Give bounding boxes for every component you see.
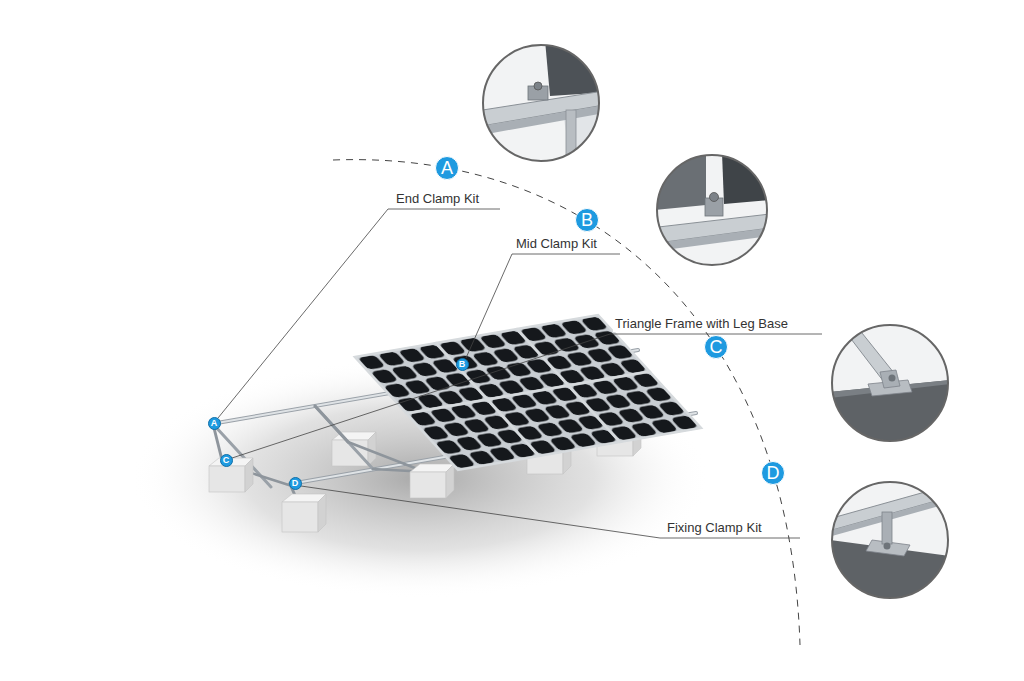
part-name: Triangle Frame with Leg Base (613, 316, 790, 332)
mid-clamp-detail (650, 153, 770, 268)
callout-letter: B (575, 208, 599, 232)
callout-dot: D (289, 477, 302, 490)
callout-letter-text: A (211, 419, 218, 428)
part-name: End Clamp Kit (394, 191, 481, 207)
callout-letter-text: D (767, 464, 780, 482)
callout-dot: B (456, 358, 469, 371)
fixing-clamp-detail (825, 480, 950, 600)
callout-letter-text: A (441, 159, 453, 177)
callout-letter-text: B (459, 360, 466, 369)
callout-letter: C (704, 335, 728, 359)
callout-letter-text: D (292, 479, 299, 488)
concrete-blocks-front (209, 458, 454, 532)
end-clamp-detail (470, 40, 610, 170)
callout-dot: C (220, 454, 233, 467)
callout-letter-text: C (223, 456, 230, 465)
part-name: Mid Clamp Kit (514, 236, 599, 252)
part-name: Fixing Clamp Kit (665, 520, 764, 536)
callout-dot: A (208, 417, 221, 430)
callout-letter-text: C (710, 338, 723, 356)
leg-base-detail (830, 318, 950, 445)
solar-panels (355, 315, 701, 470)
callout-letter: A (435, 156, 459, 180)
callout-letter: D (761, 461, 785, 485)
callout-letter-text: B (581, 211, 593, 229)
